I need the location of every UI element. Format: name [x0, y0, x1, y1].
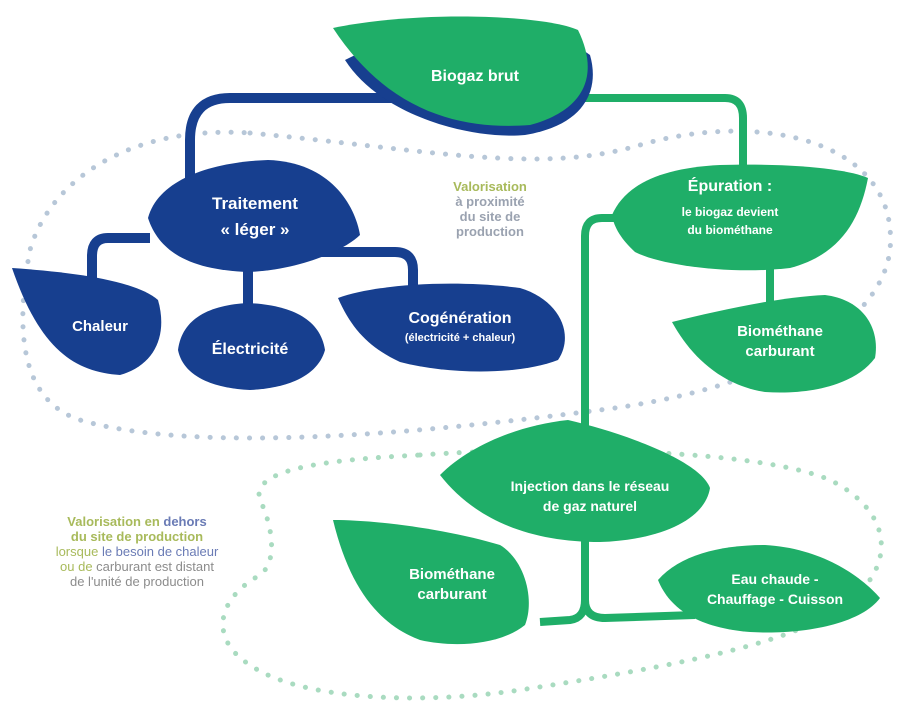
zone-dehors-boundary [220, 447, 884, 701]
note-dehors-line1: Valorisation en dehors [12, 514, 262, 530]
cogeneration-line2: (électricité + chaleur) [404, 332, 516, 345]
biogaz-brut-leaf [333, 16, 588, 126]
eau-chaude-label: Eau chaude - Chauffage - Cuisson [690, 571, 860, 607]
epuration-title: Épuration : [687, 178, 773, 195]
eau-chaude-line2: Chauffage - Cuisson [706, 591, 844, 608]
biogaz-brut-label: Biogaz brut [431, 68, 519, 85]
traitement-label: Traitement « léger » [185, 194, 325, 239]
biomethane-bottom-line1: Biométhane [409, 566, 495, 583]
electricite-leaf [178, 303, 325, 390]
epuration-label: Épuration : le biogaz devient du biométh… [645, 178, 815, 238]
epuration-line1: le biogaz devient [681, 205, 779, 220]
injection-leaf [440, 420, 710, 542]
chaleur-label: Chaleur [72, 318, 128, 335]
biomethane-bottom-leaf [333, 520, 529, 645]
injection-line1: Injection dans le réseau [510, 478, 670, 494]
cogeneration-label: Cogénération (électricité + chaleur) [375, 310, 545, 345]
note-dehors-line4b: carburant est distant [96, 558, 214, 574]
note-proximite-line2: à proximité [455, 193, 525, 209]
injection-label: Injection dans le réseau de gaz naturel [490, 478, 690, 514]
chaleur-leaf [12, 268, 162, 375]
epuration-line2: du biométhane [687, 223, 773, 238]
biomethane-top-label: Biométhane carburant [720, 323, 840, 361]
note-dehors-line4a: ou de [60, 558, 97, 574]
note-dehors: Valorisation en dehors du site de produc… [12, 514, 262, 590]
traitement-line1: Traitement [212, 194, 298, 213]
note-dehors-line1b: dehors [163, 514, 207, 529]
biomethane-top-leaf [672, 295, 876, 393]
biomethane-bottom-line2: carburant [417, 586, 487, 604]
cogeneration-line1: Cogénération [408, 310, 512, 327]
note-proximite-line1: Valorisation [453, 179, 527, 194]
eau-chaude-leaf [658, 545, 880, 633]
biomethane-bottom-label: Biométhane carburant [392, 566, 512, 604]
cogeneration-leaf [338, 283, 565, 372]
epuration-leaf [612, 164, 868, 271]
note-dehors-line5: de l'unité de production [69, 573, 205, 589]
note-dehors-line3b: le besoin de chaleur [101, 543, 219, 559]
note-dehors-line1a: Valorisation en [67, 514, 164, 529]
zone-proximite-boundary [20, 128, 893, 441]
biomethane-top-line2: carburant [745, 343, 815, 361]
injection-line2: de gaz naturel [542, 498, 638, 515]
note-dehors-line2: du site de production [70, 528, 204, 544]
traitement-leaf [148, 160, 360, 272]
blue-connectors [87, 93, 418, 322]
eau-chaude-line1: Eau chaude - [731, 571, 819, 587]
green-connectors [539, 94, 774, 626]
biomethane-top-line1: Biométhane [737, 323, 823, 340]
note-dehors-line4: ou de carburant est distant [12, 558, 262, 575]
electricite-label: Électricité [211, 341, 289, 358]
note-proximite-line4: production [456, 223, 524, 239]
note-dehors-line3a: lorsque [55, 543, 102, 559]
note-dehors-line3: lorsque le besoin de chaleur [12, 543, 262, 560]
note-proximite-line3: du site de [459, 208, 521, 224]
note-proximite: Valorisation à proximité du site de prod… [430, 179, 550, 240]
traitement-line2: « léger » [220, 219, 290, 239]
